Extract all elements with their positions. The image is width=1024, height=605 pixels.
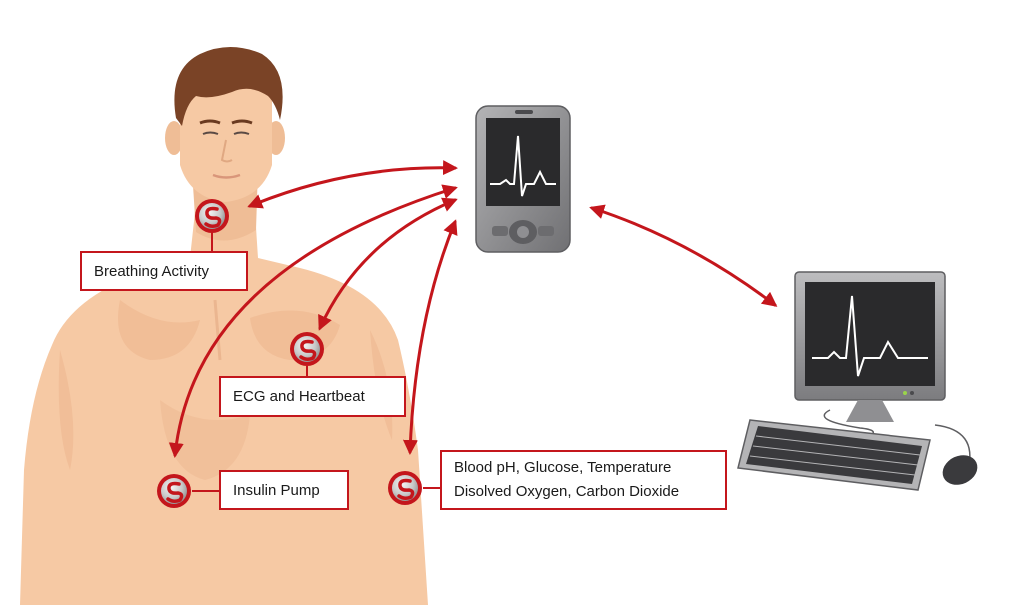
label-ecg-heartbeat: ECG and Heartbeat <box>219 376 406 417</box>
sensor-icon <box>388 471 422 505</box>
arm-shading-left <box>58 350 74 470</box>
sensor-icon <box>195 199 229 233</box>
mouse-icon <box>942 455 978 485</box>
ear-left <box>165 121 183 155</box>
connection-arrows <box>168 160 778 458</box>
label-breathing-text: Breathing Activity <box>94 262 210 280</box>
connector-lines <box>192 232 441 492</box>
arrow-chest-to-handheld <box>318 197 458 331</box>
label-blood-line2: Disolved Oxygen, Carbon Dioxide <box>454 483 680 500</box>
label-insulin-text: Insulin Pump <box>233 481 320 499</box>
sensor-icon <box>157 474 191 508</box>
label-insulin-pump: Insulin Pump <box>219 470 349 510</box>
arrow-handheld-to-computer <box>589 204 778 307</box>
ecg-waveform-small <box>490 135 556 197</box>
eye-right <box>233 131 250 135</box>
hair <box>174 47 283 126</box>
ecg-waveform-large <box>812 295 928 377</box>
human-figure <box>20 47 428 605</box>
brow-right <box>231 119 253 125</box>
arrow-throat-to-handheld <box>247 160 458 209</box>
nose <box>220 139 233 163</box>
mouth <box>212 173 241 179</box>
monitor-screen <box>805 282 935 386</box>
label-ecg-text: ECG and Heartbeat <box>233 388 365 405</box>
eye-left <box>202 131 219 135</box>
sensor-icon <box>290 332 324 366</box>
monitor-stand <box>846 400 894 422</box>
label-breathing-activity: Breathing Activity <box>80 251 248 291</box>
label-blood-line1: Blood pH, Glucose, Temperature <box>454 459 672 476</box>
desktop-computer-icon <box>737 271 978 491</box>
label-blood-metrics: Blood pH, Glucose, Temperature Disolved … <box>440 450 727 510</box>
brow-left <box>199 119 221 125</box>
arrow-arm-to-handheld <box>402 219 458 455</box>
handheld-monitor-icon <box>475 105 571 253</box>
